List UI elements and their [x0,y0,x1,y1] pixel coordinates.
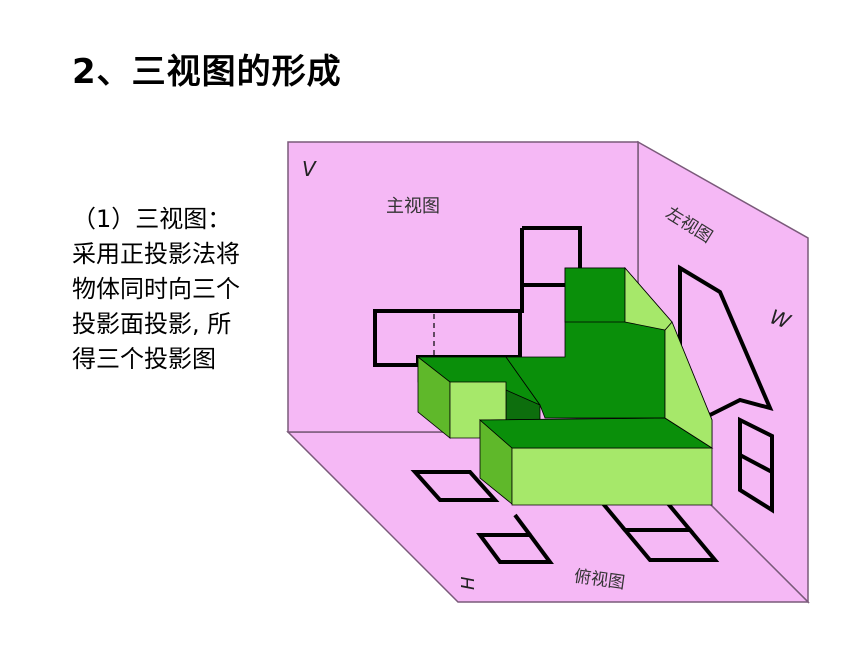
plane-h-label: H [458,576,479,590]
plane-v-label: V [302,157,317,181]
solid-object [417,266,714,506]
three-view-definition: （1）三视图：采用正投影法将物体同时向三个投影面投影, 所得三个投影图 [72,205,240,373]
page-title: 2、三视图的形成 [72,52,342,92]
front-view-label: 主视图 [386,196,440,217]
